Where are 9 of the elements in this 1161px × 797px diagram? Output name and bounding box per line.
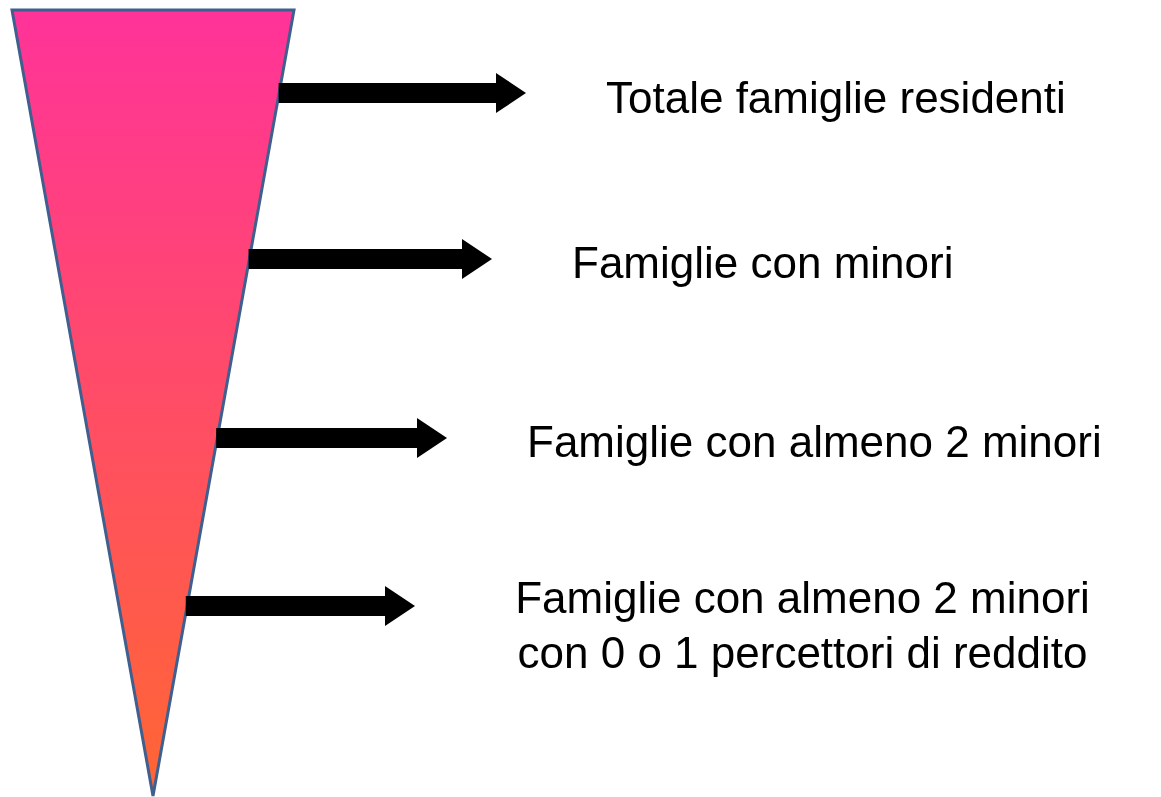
node-label: Famiglie con minori [572,235,1002,290]
funnel-triangle [10,8,296,797]
arrow [216,418,447,458]
arrow [248,239,492,279]
arrow [185,586,415,626]
arrow [278,73,526,113]
node-label: Famiglie con almeno 2 minori [527,414,1147,469]
node-label: Famiglie con almeno 2 minori con 0 o 1 percettori di reddito [495,570,1110,680]
node-label: Totale famiglie residenti [606,70,1116,125]
